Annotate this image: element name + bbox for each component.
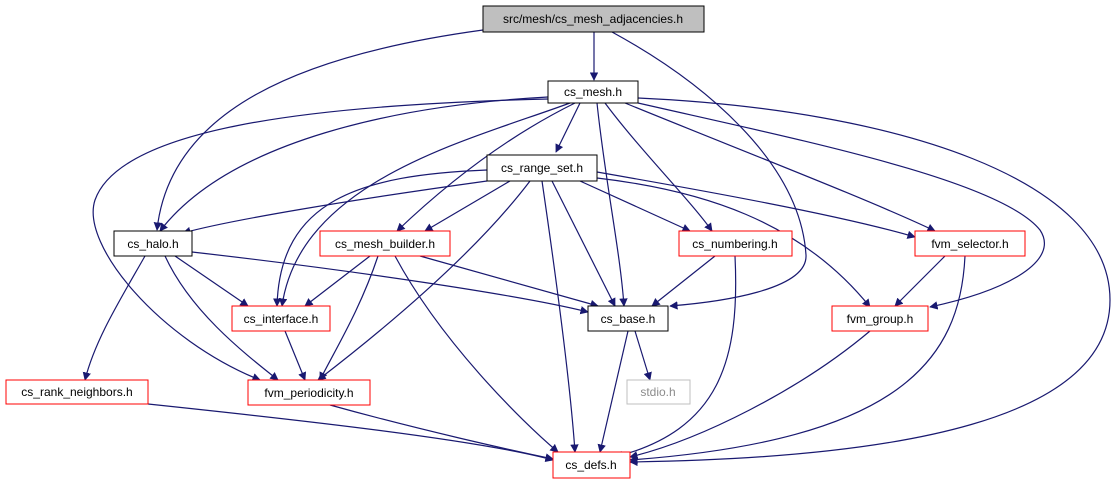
edge-mesh-builder-to-defs	[394, 255, 559, 453]
edge-mesh-to-mesh-builder	[396, 102, 576, 232]
node-fvm-periodicity-label: fvm_periodicity.h	[264, 386, 353, 400]
node-root[interactable]: src/mesh/cs_mesh_adjacencies.h	[482, 5, 705, 33]
node-fvm-selector[interactable]: fvm_selector.h	[914, 230, 1026, 257]
edge-halo-to-base	[191, 251, 589, 315]
edge-root-to-halo	[153, 29, 484, 231]
file-nodes: src/mesh/cs_mesh_adjacencies.h cs_mesh.h…	[5, 5, 1026, 479]
edge-range-set-to-halo	[182, 180, 488, 236]
edge-root-to-base	[611, 31, 807, 310]
node-root-label: src/mesh/cs_mesh_adjacencies.h	[503, 12, 683, 26]
node-fvm-selector-label: fvm_selector.h	[931, 237, 1008, 251]
node-cs-interface[interactable]: cs_interface.h	[231, 305, 331, 332]
node-cs-base-label: cs_base.h	[601, 312, 656, 326]
edge-numbering-to-base	[651, 255, 716, 307]
edge-range-set-to-defs	[541, 180, 579, 453]
node-cs-rank-neighbors[interactable]: cs_rank_neighbors.h	[5, 379, 149, 405]
edge-base-to-defs	[597, 330, 629, 453]
edge-mesh-to-base	[596, 102, 628, 307]
node-cs-mesh-builder-label: cs_mesh_builder.h	[335, 237, 435, 251]
edge-mesh-to-interface	[278, 102, 571, 307]
edge-rank-neighbors-to-defs	[147, 403, 554, 463]
edge-range-set-to-mesh-builder	[424, 180, 511, 232]
edge-interface-to-fvm-periodicity	[284, 330, 307, 381]
node-cs-mesh-builder[interactable]: cs_mesh_builder.h	[319, 230, 451, 257]
edge-range-set-to-fvm-group	[596, 177, 871, 308]
node-cs-halo-label: cs_halo.h	[127, 237, 178, 251]
edge-halo-to-interface	[174, 255, 249, 307]
node-fvm-group-label: fvm_group.h	[847, 312, 914, 326]
edge-numbering-to-defs	[614, 255, 737, 460]
edge-range-set-to-fvm-selector	[596, 171, 916, 239]
node-cs-base[interactable]: cs_base.h	[587, 305, 669, 332]
edge-range-set-to-interface	[273, 169, 488, 307]
edge-halo-to-fvm-periodicity	[164, 255, 279, 381]
node-cs-range-set-label: cs_range_set.h	[501, 161, 583, 175]
edge-fvm-group-to-defs	[629, 330, 871, 460]
node-cs-numbering[interactable]: cs_numbering.h	[678, 230, 793, 257]
dependency-edges	[82, 29, 1111, 467]
node-cs-interface-label: cs_interface.h	[244, 312, 319, 326]
node-cs-rank-neighbors-label: cs_rank_neighbors.h	[21, 385, 132, 399]
edge-fvm-selector-to-defs	[629, 255, 966, 464]
node-fvm-group[interactable]: fvm_group.h	[831, 305, 929, 332]
edge-base-to-stdio	[634, 330, 652, 381]
node-fvm-periodicity[interactable]: fvm_periodicity.h	[247, 379, 371, 406]
edge-fvm-selector-to-fvm-group	[894, 255, 946, 307]
node-stdio-label: stdio.h	[640, 385, 675, 399]
edge-mesh-builder-to-base	[419, 255, 599, 308]
edge-mesh-to-halo	[159, 96, 549, 232]
node-cs-defs-label: cs_defs.h	[565, 458, 616, 472]
edge-mesh-to-numbering	[604, 102, 713, 232]
edge-mesh-to-fvm-group	[637, 102, 1045, 310]
edge-fvm-periodicity-to-defs	[329, 404, 554, 462]
node-stdio: stdio.h	[626, 379, 691, 405]
edge-mesh-builder-to-interface	[304, 255, 371, 307]
edge-range-set-to-fvm-periodicity	[317, 180, 531, 381]
edge-mesh-to-defs	[629, 97, 1111, 467]
node-cs-range-set[interactable]: cs_range_set.h	[486, 154, 598, 182]
edge-mesh-to-fvm-periodicity	[92, 98, 549, 382]
node-cs-defs[interactable]: cs_defs.h	[552, 451, 631, 479]
node-cs-numbering-label: cs_numbering.h	[692, 237, 777, 251]
edge-mesh-to-range-set	[555, 102, 581, 153]
edge-range-set-to-base	[551, 180, 616, 307]
node-cs-mesh[interactable]: cs_mesh.h	[547, 80, 639, 104]
node-cs-halo[interactable]: cs_halo.h	[113, 230, 193, 257]
edge-range-set-to-numbering	[579, 180, 691, 232]
edge-halo-to-rank-neighbors	[82, 255, 146, 381]
node-cs-mesh-label: cs_mesh.h	[564, 85, 622, 99]
edge-mesh-to-fvm-selector	[624, 102, 936, 232]
edge-mesh-builder-to-fvm-periodicity	[319, 255, 379, 381]
